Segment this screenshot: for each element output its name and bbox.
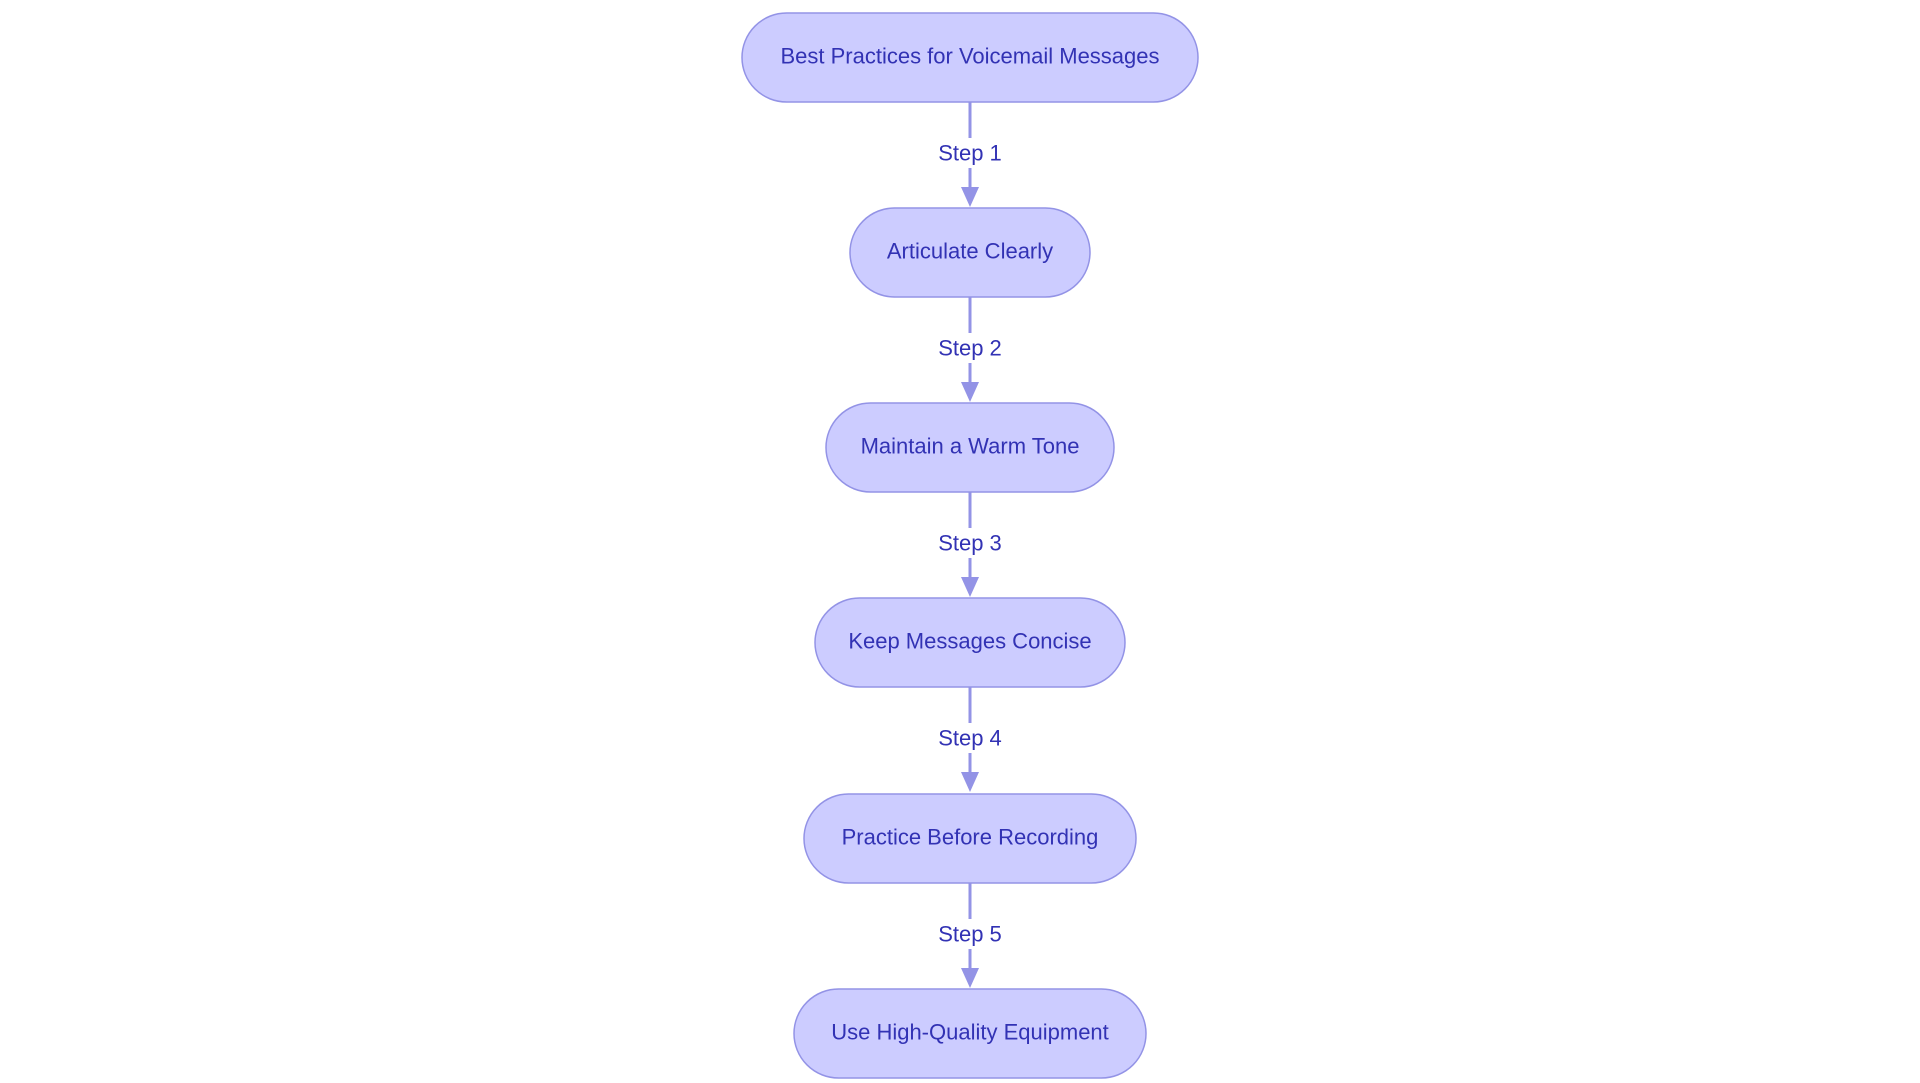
node-label: Use High-Quality Equipment [831, 1020, 1109, 1045]
node-keep-messages-concise: Keep Messages Concise [814, 597, 1126, 688]
node-practice-before-recording: Practice Before Recording [803, 793, 1137, 884]
edge-label-background [934, 723, 1006, 753]
edge-label-background [934, 138, 1006, 168]
node-maintain-warm-tone: Maintain a Warm Tone [825, 402, 1115, 493]
edge-step-5: Step 5 [934, 883, 1006, 988]
edge-label-background [934, 333, 1006, 363]
edge-label: Step 5 [938, 922, 1002, 947]
edge-step-1: Step 1 [934, 102, 1006, 207]
edge-label-background [934, 919, 1006, 949]
arrowhead-icon [961, 382, 979, 402]
edge-step-4: Step 4 [934, 687, 1006, 792]
edge-label: Step 2 [938, 336, 1002, 361]
edge-step-3: Step 3 [934, 492, 1006, 597]
node-shape [793, 988, 1147, 1079]
node-label: Practice Before Recording [842, 825, 1099, 850]
node-label: Best Practices for Voicemail Messages [780, 44, 1159, 69]
edge-label: Step 3 [938, 531, 1002, 556]
edge-label-background [934, 528, 1006, 558]
node-articulate-clearly: Articulate Clearly [849, 207, 1091, 298]
edge-label: Step 4 [938, 726, 1002, 751]
arrowhead-icon [961, 772, 979, 792]
arrowhead-icon [961, 187, 979, 207]
node-use-high-quality-equipment: Use High-Quality Equipment [793, 988, 1147, 1079]
node-shape [814, 597, 1126, 688]
node-label: Articulate Clearly [887, 239, 1053, 264]
node-label: Maintain a Warm Tone [861, 434, 1080, 459]
node-shape [803, 793, 1137, 884]
node-shape [741, 12, 1199, 103]
node-label: Keep Messages Concise [848, 629, 1091, 654]
node-shape [849, 207, 1091, 298]
node-root: Best Practices for Voicemail Messages [741, 12, 1199, 103]
node-shape [825, 402, 1115, 493]
edge-step-2: Step 2 [934, 297, 1006, 402]
edge-label: Step 1 [938, 141, 1002, 166]
arrowhead-icon [961, 968, 979, 988]
arrowhead-icon [961, 577, 979, 597]
